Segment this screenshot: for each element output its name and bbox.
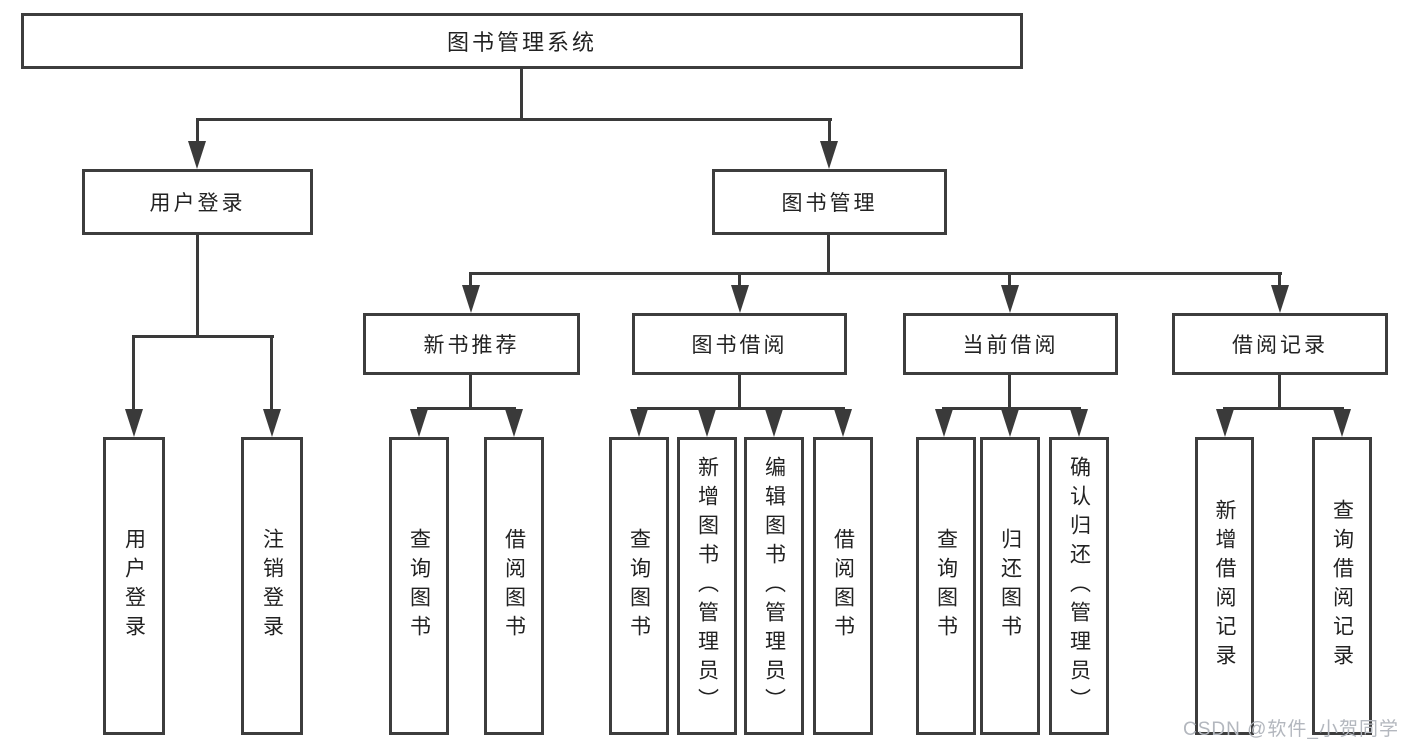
arrow-down-icon <box>935 409 953 437</box>
node-leaf-borrow-book: 借阅图书 <box>813 437 873 735</box>
connector-line <box>1278 375 1281 409</box>
node-leaf-edit-book-admin: 编辑图书（管理员） <box>744 437 804 735</box>
arrow-down-icon <box>1070 409 1088 437</box>
node-leaf-query-borrow-record: 查询借阅记录 <box>1312 437 1372 735</box>
arrow-down-icon <box>462 285 480 313</box>
connector-line <box>738 272 741 290</box>
node-current-borrowing: 当前借阅 <box>903 313 1118 375</box>
connector-line <box>196 118 832 121</box>
connector-line <box>196 118 199 146</box>
connector-line <box>469 272 1282 275</box>
arrow-down-icon <box>834 409 852 437</box>
arrow-down-icon <box>731 285 749 313</box>
connector-line <box>469 272 472 290</box>
connector-line <box>469 375 472 409</box>
arrow-down-icon <box>1216 409 1234 437</box>
node-leaf-query-book-recommend: 查询图书 <box>389 437 449 735</box>
node-leaf-query-book-current: 查询图书 <box>916 437 976 735</box>
connector-line <box>1008 375 1011 409</box>
node-user-login: 用户登录 <box>82 169 313 235</box>
arrow-down-icon <box>410 409 428 437</box>
connector-line <box>1008 272 1011 290</box>
arrow-down-icon <box>820 141 838 169</box>
connector-line <box>196 235 199 337</box>
connector-line <box>520 67 523 120</box>
node-leaf-user-login: 用户登录 <box>103 437 165 735</box>
arrow-down-icon <box>765 409 783 437</box>
node-borrow-records: 借阅记录 <box>1172 313 1388 375</box>
node-leaf-logout: 注销登录 <box>241 437 303 735</box>
node-leaf-add-borrow-record: 新增借阅记录 <box>1195 437 1254 735</box>
csdn-watermark: CSDN @软件_小贺同学 <box>1183 719 1399 740</box>
arrow-down-icon <box>630 409 648 437</box>
connector-line <box>828 118 831 146</box>
node-book-borrowing: 图书借阅 <box>632 313 847 375</box>
node-leaf-query-book-borrowing: 查询图书 <box>609 437 669 735</box>
connector-line <box>1278 272 1281 290</box>
node-leaf-add-book-admin: 新增图书（管理员） <box>677 437 737 735</box>
node-new-book-recommend: 新书推荐 <box>363 313 580 375</box>
connector-line <box>1223 407 1344 410</box>
arrow-down-icon <box>1001 285 1019 313</box>
connector-line <box>132 335 135 411</box>
connector-line <box>827 235 830 274</box>
node-book-management: 图书管理 <box>712 169 947 235</box>
connector-line <box>132 335 274 338</box>
arrow-down-icon <box>1001 409 1019 437</box>
connector-line <box>270 335 273 411</box>
arrow-down-icon <box>263 409 281 437</box>
node-leaf-confirm-return-admin: 确认归还（管理员） <box>1049 437 1109 735</box>
connector-line <box>637 407 845 410</box>
arrow-down-icon <box>125 409 143 437</box>
arrow-down-icon <box>505 409 523 437</box>
connector-line <box>942 407 1081 410</box>
connector-line <box>417 407 516 410</box>
arrow-down-icon <box>1333 409 1351 437</box>
node-library-system: 图书管理系统 <box>21 13 1023 69</box>
arrow-down-icon <box>698 409 716 437</box>
arrow-down-icon <box>188 141 206 169</box>
node-leaf-borrow-book-recommend: 借阅图书 <box>484 437 544 735</box>
connector-line <box>738 375 741 409</box>
node-leaf-return-book: 归还图书 <box>980 437 1040 735</box>
arrow-down-icon <box>1271 285 1289 313</box>
